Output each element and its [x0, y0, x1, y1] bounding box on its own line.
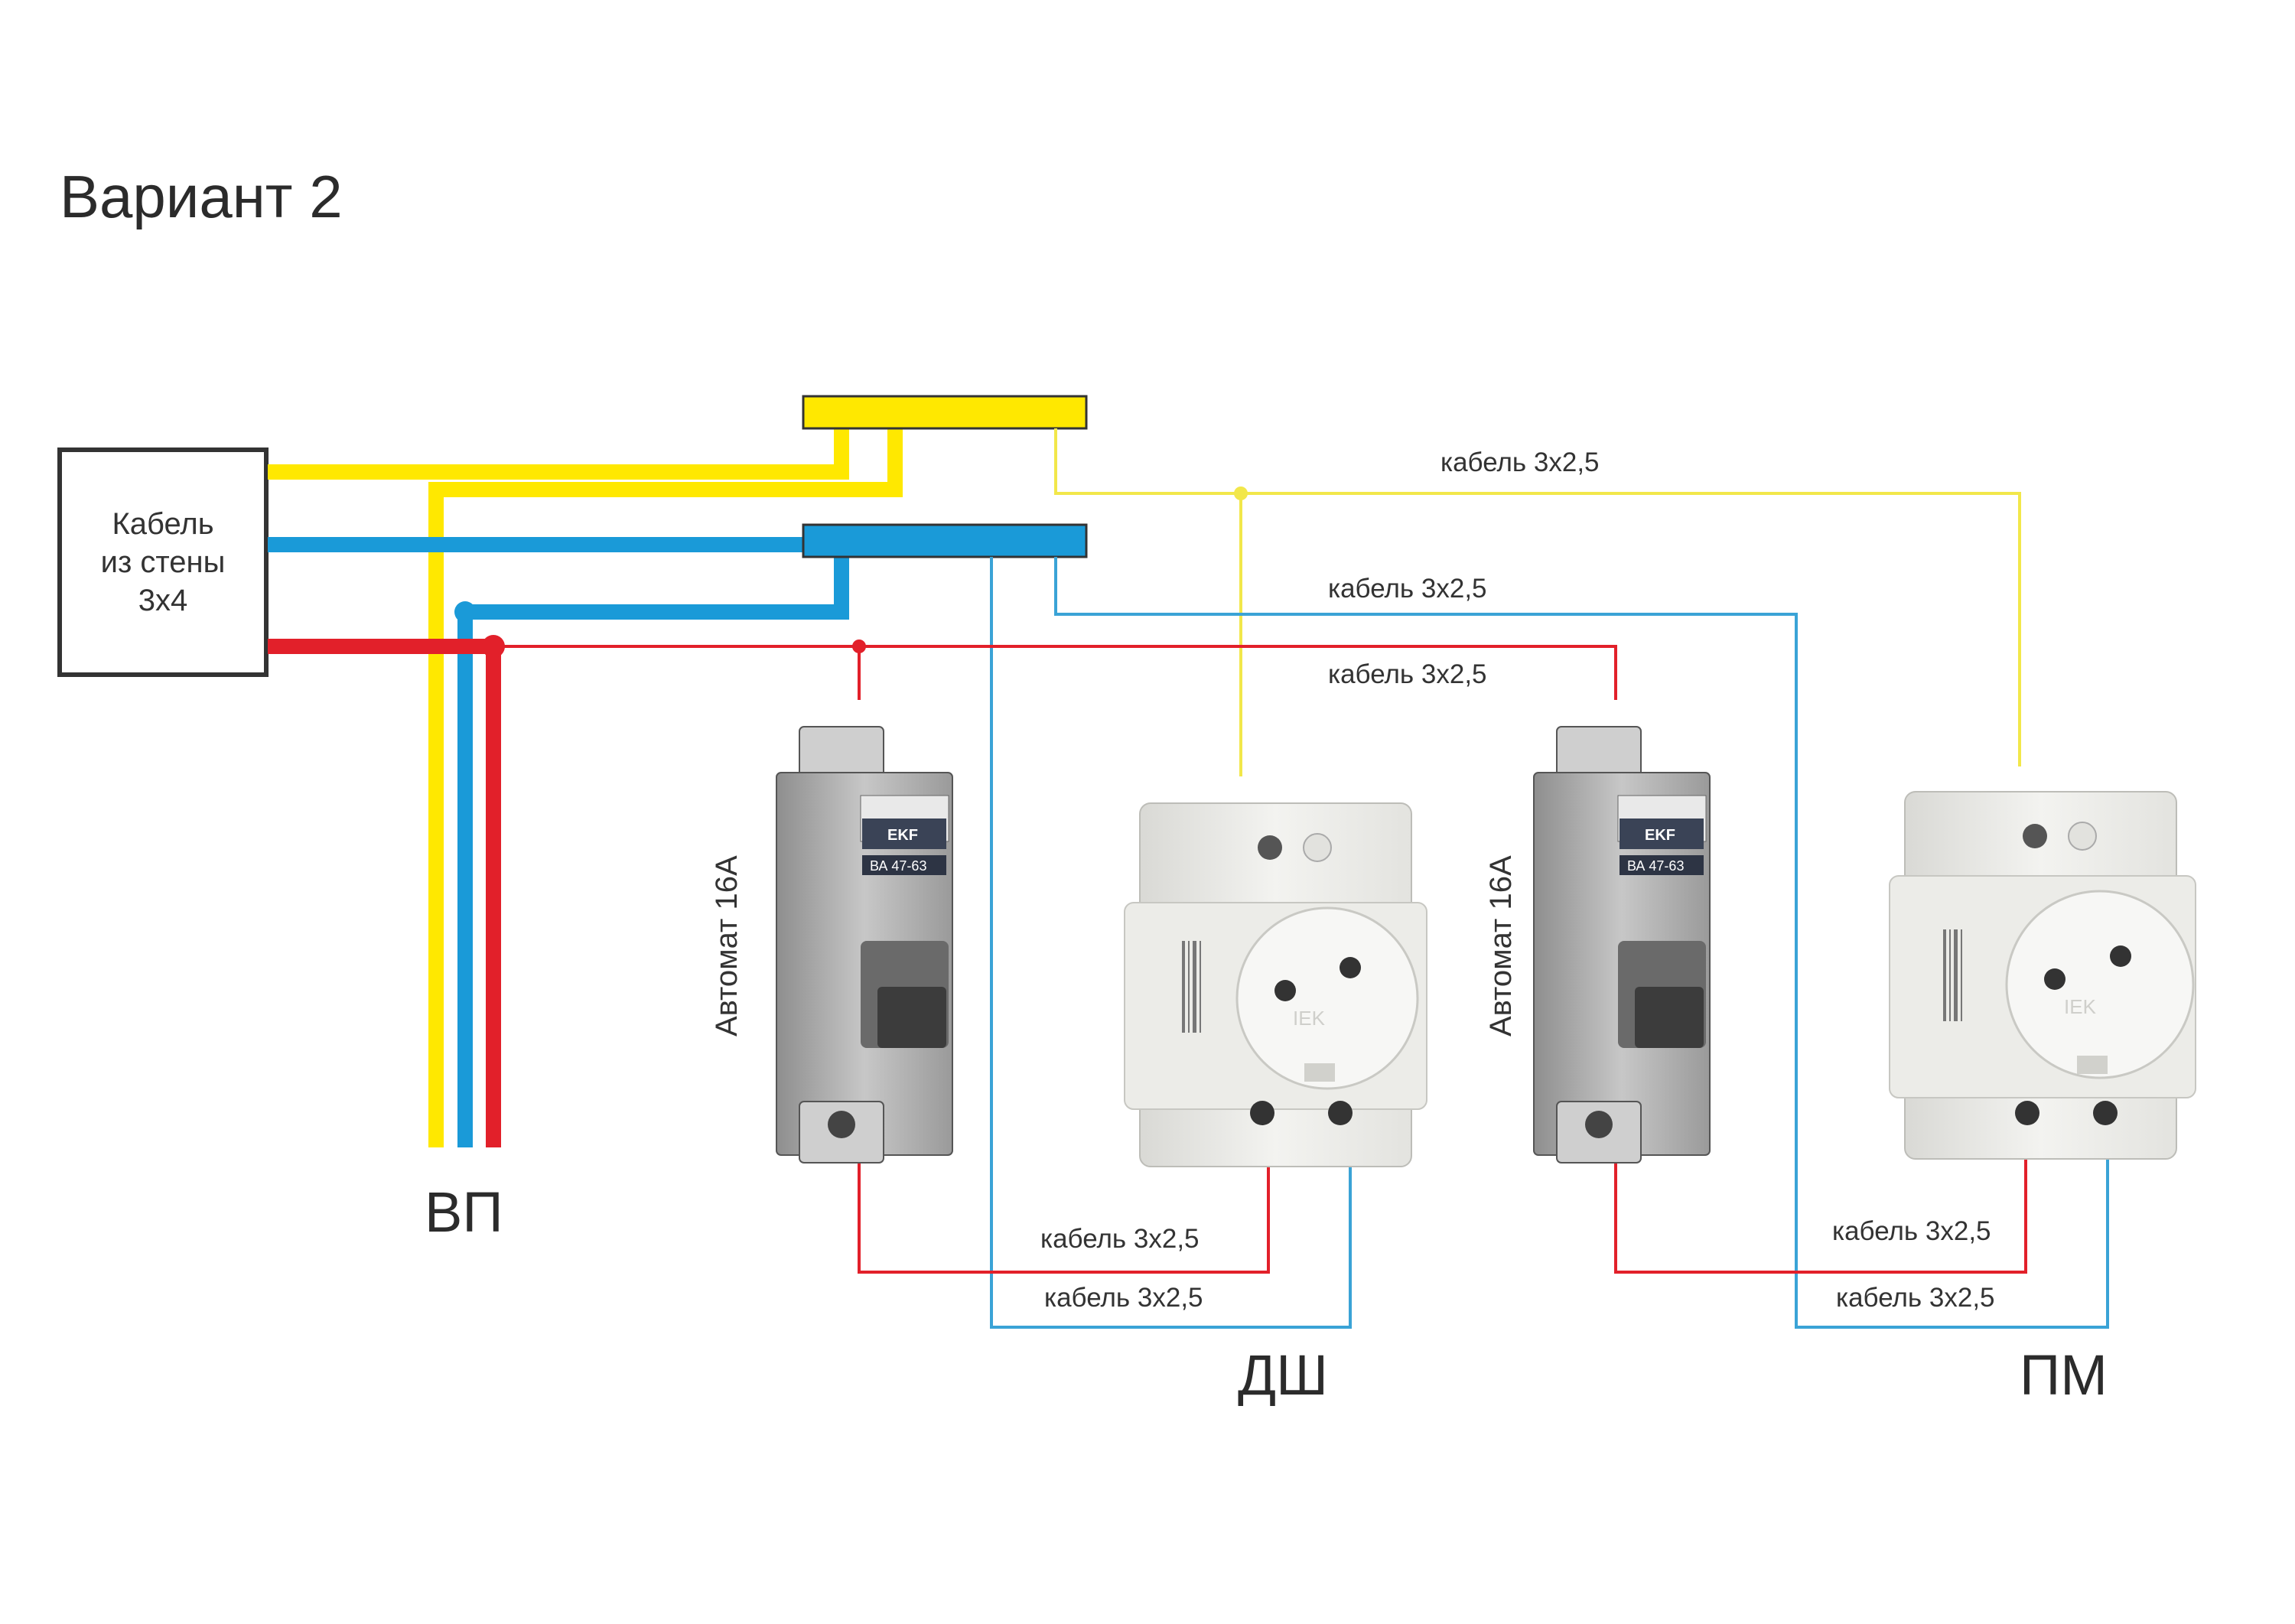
- cable-label-pm-blue: кабель 3х2,5: [1836, 1283, 1995, 1313]
- ground-wire-main: [268, 428, 849, 480]
- output-label-pm: ПМ: [2020, 1343, 2108, 1407]
- socket-pm: IEK: [1889, 791, 2196, 1160]
- circuit-breaker-1: EKF ВА 47-63: [776, 726, 953, 1163]
- thin-phase-top: [493, 645, 1617, 700]
- breaker-1-label: Автомат 16А: [710, 855, 744, 1037]
- breaker-1-model: ВА 47-63: [870, 858, 926, 874]
- source-box-line-2: из стены: [100, 545, 226, 579]
- cable-label-top-yellow: кабель 3х2,5: [1440, 447, 1600, 477]
- breaker-2-model: ВА 47-63: [1627, 858, 1684, 874]
- thin-phase-ds: [858, 1155, 1270, 1274]
- ground-wire-vp: [428, 428, 903, 1147]
- thin-phase-junction: [852, 640, 866, 653]
- output-label-vp: ВП: [425, 1180, 503, 1244]
- breaker-2-label: Автомат 16А: [1484, 855, 1518, 1037]
- socket-ds-barcode: [1182, 941, 1201, 1033]
- socket-pm-brand: IEK: [2064, 995, 2097, 1018]
- circuit-breaker-2: EKF ВА 47-63: [1533, 726, 1711, 1163]
- source-box-line-3: 3х4: [138, 584, 188, 617]
- thin-neutral-ds: [990, 557, 1352, 1329]
- breaker-1-brand: EKF: [887, 827, 918, 844]
- socket-pm-barcode: [1943, 929, 1962, 1021]
- neutral-wire-vp: [457, 557, 849, 1147]
- thin-ground-junction: [1234, 487, 1248, 500]
- ground-bus-bar: [802, 395, 1088, 430]
- neutral-junction: [454, 601, 476, 623]
- socket-ds: IEK: [1124, 802, 1427, 1167]
- source-box-line-1: Кабель: [112, 507, 214, 541]
- diagram-title: Вариант 2: [60, 163, 343, 230]
- source-box: [57, 447, 269, 677]
- breaker-2-brand: EKF: [1645, 827, 1675, 844]
- thin-neutral-pm: [1054, 557, 2109, 1329]
- socket-ds-brand: IEK: [1293, 1007, 1326, 1030]
- output-label-ds: ДШ: [1238, 1343, 1328, 1407]
- thin-phase-pm: [1614, 1155, 2027, 1274]
- cable-label-ds-red: кабель 3х2,5: [1040, 1224, 1200, 1254]
- cable-label-pm-red: кабель 3х2,5: [1832, 1216, 1991, 1246]
- thin-ground-top: [1054, 428, 2021, 766]
- neutral-bus-bar: [802, 523, 1088, 558]
- thin-cables: [493, 428, 2109, 1329]
- cable-label-top-red: кабель 3х2,5: [1328, 659, 1487, 689]
- cable-label-top-blue: кабель 3х2,5: [1328, 574, 1487, 604]
- cable-label-ds-blue: кабель 3х2,5: [1044, 1283, 1203, 1313]
- source-box-label: Кабель из стены 3х4: [60, 505, 266, 620]
- main-cables: [268, 428, 903, 1147]
